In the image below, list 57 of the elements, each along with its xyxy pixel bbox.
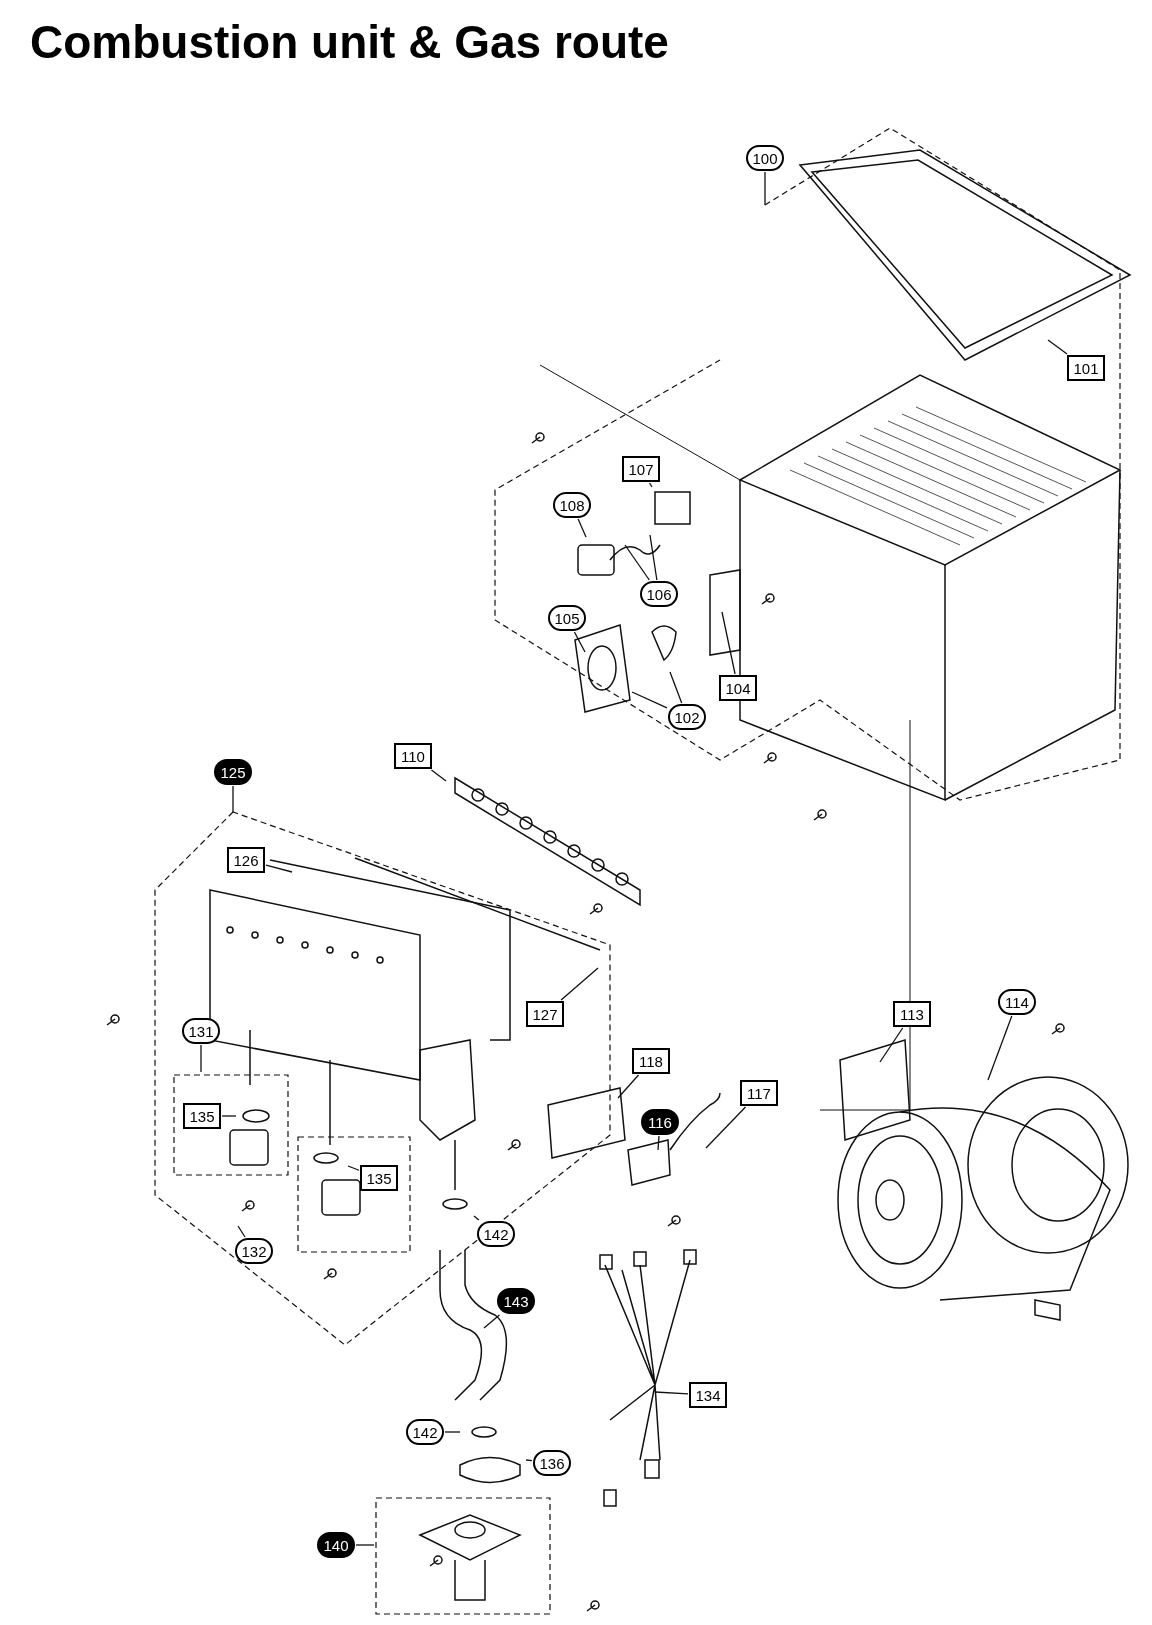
leader-line <box>624 544 650 581</box>
leader-line <box>987 1015 1013 1081</box>
callout-number: 135 <box>360 1165 398 1191</box>
callout-number: 134 <box>689 1382 727 1408</box>
callout-number: 136 <box>533 1450 571 1476</box>
callout-number: 114 <box>998 989 1036 1015</box>
title: Combustion unit & Gas route <box>30 15 669 70</box>
leader-line <box>654 1391 689 1395</box>
callout-number: 117 <box>740 1080 778 1106</box>
leader-line <box>617 1074 640 1099</box>
leader-line <box>577 518 587 538</box>
leader-line <box>764 171 766 206</box>
leader-line <box>649 534 658 581</box>
callout-number: 101 <box>1067 355 1105 381</box>
callout-number: 108 <box>553 492 591 518</box>
callout-number: 113 <box>893 1001 931 1027</box>
leader-line <box>221 1115 237 1117</box>
callout-number: 110 <box>394 743 432 769</box>
callout-number: 135 <box>183 1103 221 1129</box>
callout-number: 132 <box>235 1238 273 1264</box>
callout-number: 127 <box>526 1001 564 1027</box>
callout-number: 106 <box>640 581 678 607</box>
callout-number: 142 <box>477 1221 515 1247</box>
leader-line <box>444 1431 461 1433</box>
leader-line <box>631 691 668 709</box>
leader-line <box>657 1135 660 1151</box>
leader-line <box>430 769 447 782</box>
leader-line <box>237 1225 246 1238</box>
leader-line <box>525 1459 533 1462</box>
leader-line <box>669 671 683 704</box>
callout-number: 125 <box>214 759 252 785</box>
callout-number: 104 <box>719 675 757 701</box>
callout-number: 105 <box>548 605 586 631</box>
leader-line <box>473 1215 480 1221</box>
callout-number: 107 <box>622 456 660 482</box>
leader-line <box>200 1044 202 1073</box>
leader-line <box>483 1314 501 1329</box>
leader-line <box>265 864 293 873</box>
callout-number: 126 <box>227 847 265 873</box>
leader-line <box>721 611 736 675</box>
callout-number: 118 <box>632 1048 670 1074</box>
leader-line <box>705 1106 747 1149</box>
callout-number: 140 <box>317 1532 355 1558</box>
leader-line <box>232 785 234 813</box>
callout-number: 100 <box>746 145 784 171</box>
callout-number: 102 <box>668 704 706 730</box>
callout-number: 143 <box>497 1288 535 1314</box>
leader-line <box>560 967 599 1001</box>
leader-line <box>879 1027 904 1063</box>
leader-line <box>573 631 586 653</box>
callout-number: 131 <box>182 1018 220 1044</box>
leader-line <box>347 1165 360 1171</box>
leader-line <box>1047 339 1068 355</box>
leader-line <box>648 482 653 488</box>
callout-number: 142 <box>406 1419 444 1445</box>
leader-line <box>355 1544 375 1546</box>
callout-number: 116 <box>641 1109 679 1135</box>
